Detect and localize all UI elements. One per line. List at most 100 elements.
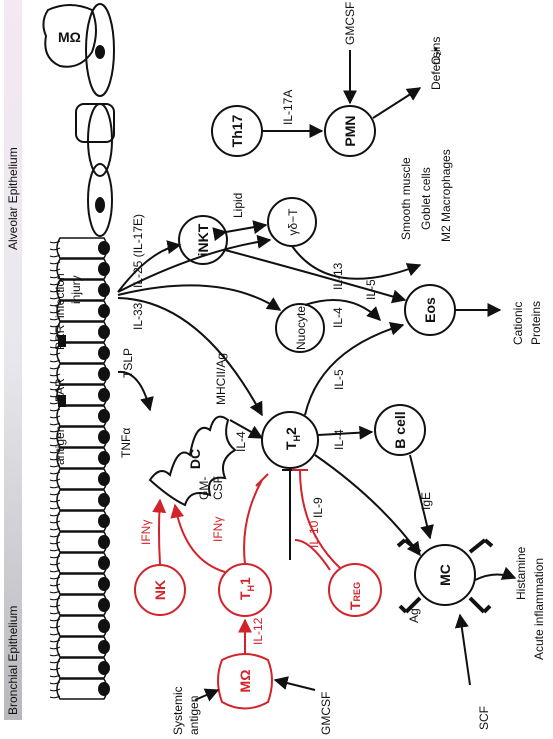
- injury-label: injury: [69, 275, 83, 304]
- ige-label: IgE: [419, 492, 433, 510]
- il4-top-label: IL-4: [331, 307, 345, 328]
- proteins-label: Proteins: [529, 301, 543, 345]
- cilia: [49, 303, 61, 321]
- goblet-cells-label: Goblet cells: [419, 167, 433, 230]
- epithelial-nucleus: [98, 619, 110, 633]
- cationic-label: Cationic: [511, 302, 525, 345]
- epithelial-nucleus: [98, 472, 110, 486]
- ag-label: Ag: [407, 608, 421, 623]
- tnfa-label: TNFα: [119, 428, 133, 458]
- svg-text:TH2: TH2: [283, 427, 302, 450]
- pmn-label: PMN: [342, 115, 358, 146]
- th1-num: 1: [237, 577, 253, 585]
- eos-cell: Eos: [404, 284, 456, 336]
- il17a-label: IL-17A: [281, 90, 295, 125]
- nk-label: NK: [152, 580, 168, 600]
- cilia: [49, 618, 61, 636]
- svg-text:TREG: TREG: [347, 582, 363, 610]
- acute-inflammation-label: Acute inflammation: [532, 558, 546, 660]
- smooth-muscle-label: Smooth muscle: [399, 157, 413, 240]
- epithelial-nucleus: [98, 493, 110, 507]
- b-cell-label: B cell: [392, 411, 408, 448]
- alveolar-cells: MΩ: [42, 3, 115, 237]
- epithelial-nucleus: [98, 304, 110, 318]
- il5-mid-label: IL-5: [332, 369, 346, 390]
- cilia: [49, 597, 61, 615]
- il4-dc-label: IL-4: [234, 431, 248, 452]
- cilia: [49, 576, 61, 594]
- epithelial-nucleus: [98, 682, 110, 696]
- epithelial-nucleus: [98, 367, 110, 381]
- th17-label: Th17: [229, 114, 245, 147]
- epithelial-nucleus: [98, 241, 110, 255]
- gmcsf-bottom-label: GMCSF: [319, 692, 333, 735]
- il25-label: IL-25 (IL-17E): [131, 214, 145, 288]
- ifng-th1-label: IFNγ: [211, 517, 225, 542]
- cilia: [49, 366, 61, 384]
- treg-t: T: [347, 601, 363, 610]
- gamma-delta-label: γδ−T: [286, 208, 300, 236]
- epithelial-nucleus: [98, 556, 110, 570]
- epithelial-nucleus: [98, 430, 110, 444]
- mhcii-label: MHCII/Ag: [214, 353, 228, 405]
- il13-label: IL-13: [331, 262, 345, 290]
- pmn-cell: PMN: [324, 105, 376, 157]
- defensins-label: Defensins: [429, 37, 443, 90]
- antigen-label: antigen: [53, 426, 67, 465]
- infection-label: infection: [53, 273, 67, 318]
- cilia: [49, 660, 61, 678]
- scf-label: SCF: [477, 706, 491, 730]
- epithelial-nucleus: [98, 346, 110, 360]
- b-cell: B cell: [374, 404, 426, 456]
- mc-label: MC: [437, 564, 453, 586]
- csf-label: CSF: [211, 476, 225, 500]
- gm-label: GM-: [197, 477, 211, 500]
- macrophage-bottom-label: MΩ: [237, 670, 253, 693]
- epithelial-nucleus: [98, 598, 110, 612]
- bronchial-cells: [49, 237, 110, 700]
- th2-sub: H: [292, 435, 302, 442]
- gmcsf-top-label: GMCSF: [343, 2, 357, 45]
- epithelial-nucleus: [98, 325, 110, 339]
- th2-num: 2: [283, 427, 299, 435]
- epithelial-nucleus: [98, 514, 110, 528]
- cilia: [49, 261, 61, 279]
- epithelial-nucleus: [98, 388, 110, 402]
- tslp-label: TSLP: [121, 348, 135, 378]
- bronchial-label: Bronchial Epithelium: [6, 606, 20, 715]
- cilia: [49, 555, 61, 573]
- text-labels: GMCSF Defensins O₂• IL-17A Lipid Smooth …: [53, 2, 546, 735]
- epithelial-nucleus: [98, 451, 110, 465]
- il4-mid-label: IL-4: [332, 429, 346, 450]
- epithelium-bar: [4, 0, 22, 720]
- macrophage-top-label: MΩ: [58, 29, 81, 45]
- ifng-nk-label: IFNγ: [139, 520, 153, 545]
- treg-cell: TREG: [328, 563, 382, 617]
- cilia: [49, 492, 61, 510]
- il12-label: IL-12: [251, 617, 265, 645]
- cilia: [49, 429, 61, 447]
- lipid-label: Lipid: [231, 193, 245, 218]
- prr-label: PRR: [53, 324, 67, 350]
- th1-sub: H: [246, 585, 256, 592]
- inkt-label: iNKT: [195, 223, 211, 256]
- histamine-label: Histamine: [514, 546, 528, 600]
- svg-text:TH1: TH1: [237, 577, 256, 600]
- il9-label: IL-9: [311, 497, 325, 518]
- o2-label: O₂•: [429, 47, 443, 65]
- dendritic-cell: DC: [148, 415, 237, 507]
- epithelial-nucleus: [98, 640, 110, 654]
- gamma-delta-cell: γδ−T: [267, 197, 317, 247]
- par-label: PAR: [53, 378, 67, 402]
- th1-t: T: [237, 591, 253, 600]
- il10-label: IL-10: [307, 520, 321, 548]
- th2-t: T: [283, 441, 299, 450]
- th1-cell: TH1: [218, 563, 272, 617]
- macrophage-bottom: MΩ: [217, 653, 273, 710]
- dc-label: DC: [187, 449, 203, 469]
- cilia: [49, 681, 61, 699]
- nuocyte-cell: Nuocyte: [275, 303, 325, 353]
- nk-cell: NK: [134, 564, 186, 616]
- m2-macrophages-label: M2 Macrophages: [439, 149, 453, 242]
- cilia: [49, 639, 61, 657]
